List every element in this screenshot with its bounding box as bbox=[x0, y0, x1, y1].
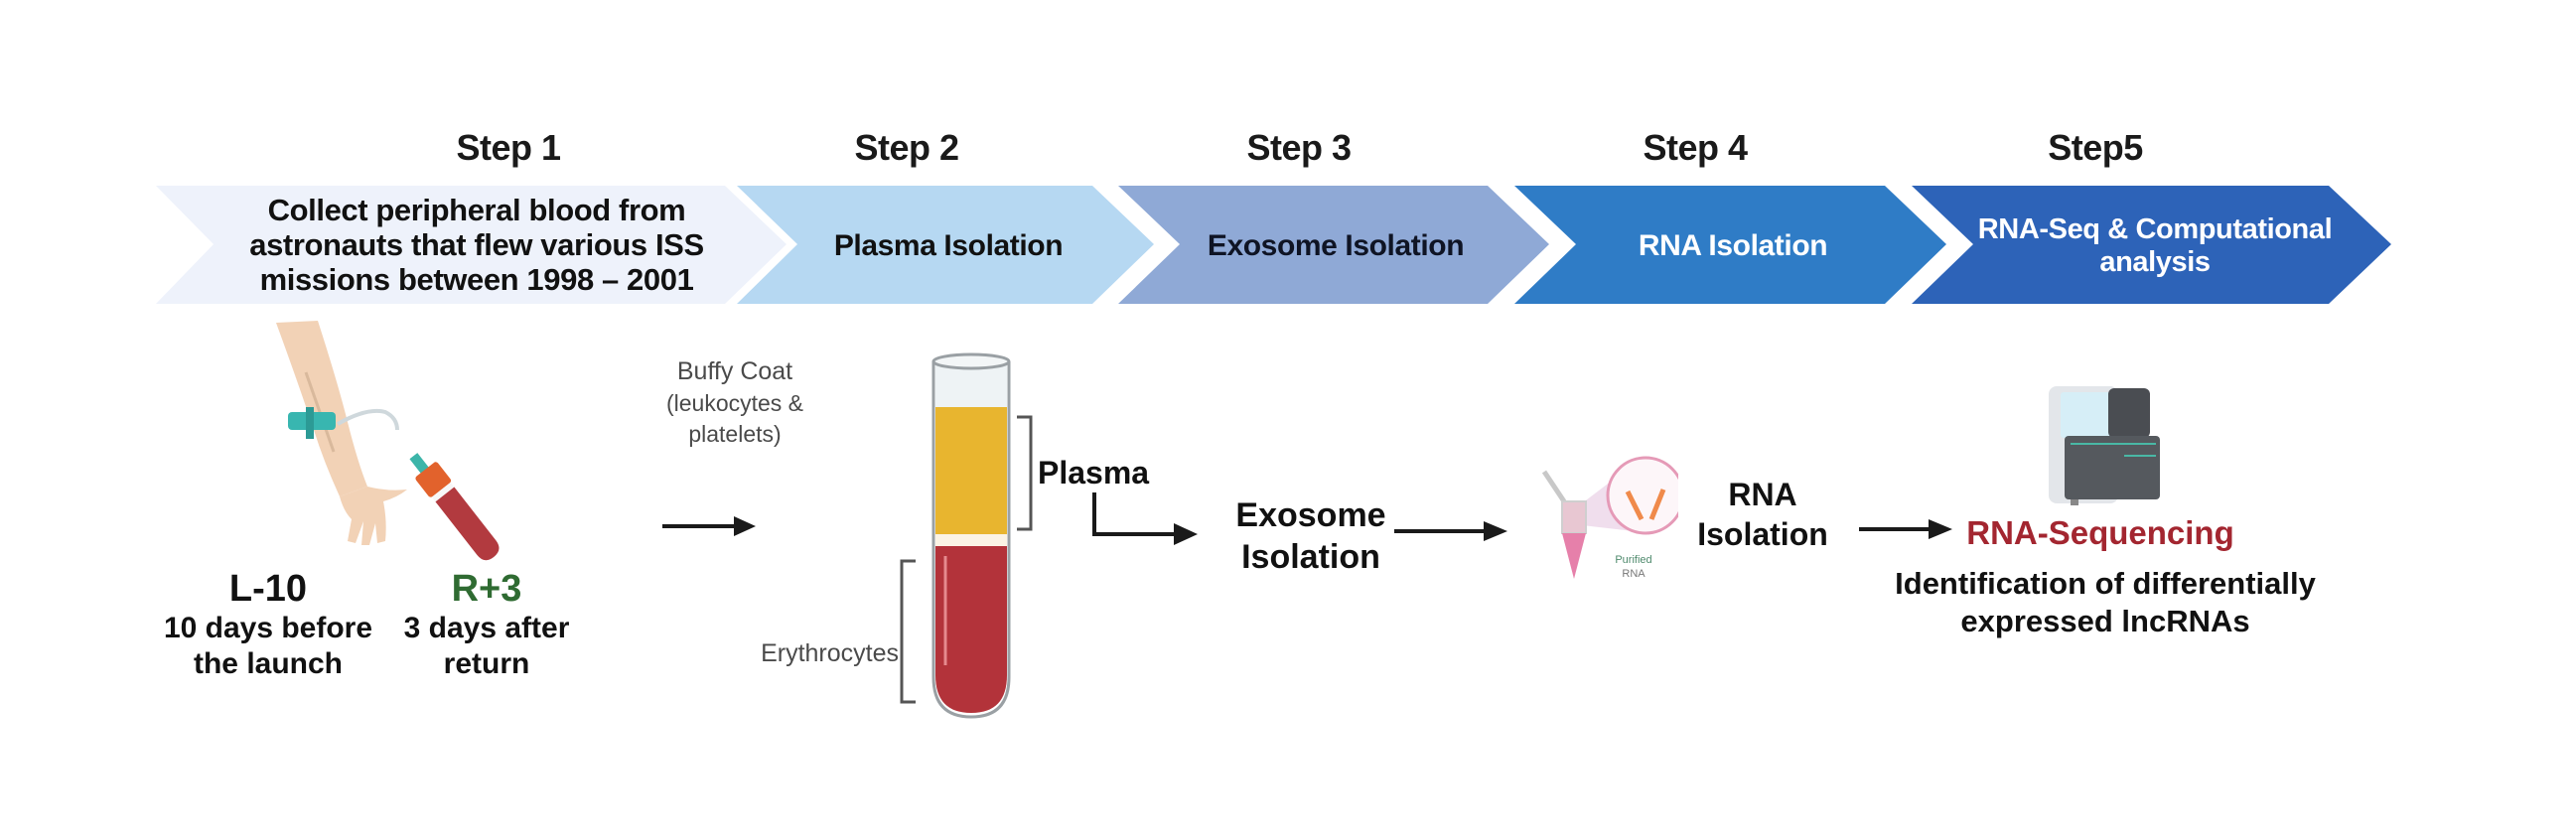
erythrocyte-layer bbox=[935, 546, 1007, 713]
sequencing-desc-line2: expressed lncRNAs bbox=[1960, 604, 2250, 638]
plasma-label: Plasma bbox=[1038, 455, 1150, 490]
step-4-title: Step 4 bbox=[1643, 127, 1748, 168]
post-return-code: R+3 bbox=[451, 568, 522, 610]
erythrocyte-bracket bbox=[900, 559, 916, 704]
blood-collection-tube-icon bbox=[409, 453, 500, 561]
purified-rna-tube-icon: Purified RNA bbox=[1541, 456, 1678, 580]
step-3-title: Step 3 bbox=[1246, 127, 1352, 168]
arm-icon bbox=[276, 321, 407, 545]
step-4-chevron bbox=[1514, 186, 1946, 304]
step-3-label: Exosome Isolation bbox=[1207, 228, 1465, 262]
buffy-coat-label-line1: Buffy Coat bbox=[676, 357, 793, 385]
rna-isolation-line2: Isolation bbox=[1697, 516, 1828, 552]
step-5-label: RNA-Seq & Computational analysis bbox=[1977, 213, 2333, 278]
step-2-label: Plasma Isolation bbox=[833, 228, 1064, 262]
exosome-isolation-line2: Isolation bbox=[1241, 538, 1380, 576]
step-5-chevron bbox=[1912, 186, 2391, 304]
plasma-layer bbox=[935, 407, 1007, 534]
plasma-bracket bbox=[1017, 415, 1033, 531]
pre-launch-code: L-10 bbox=[228, 568, 308, 610]
purified-rna-caption-line2: RNA bbox=[1622, 568, 1646, 580]
post-return-desc-line2: return bbox=[443, 647, 530, 680]
step-1-chevron bbox=[156, 186, 787, 304]
buffy-coat-label-line2: (leukocytes & bbox=[665, 390, 804, 416]
arrow-right-icon bbox=[662, 516, 756, 536]
step-2-title: Step 2 bbox=[854, 127, 959, 168]
sequencing-desc-line1: Identification of differentially bbox=[1895, 566, 2316, 601]
arrow-right-icon bbox=[1859, 519, 1952, 539]
step-1-label: Collect peripheral blood from astronauts… bbox=[249, 193, 704, 297]
rna-sequencer-icon bbox=[2049, 386, 2160, 505]
step-5-title: Step5 bbox=[2048, 127, 2143, 168]
rna-isolation-line1: RNA bbox=[1728, 477, 1797, 512]
pre-launch-desc-line2: the launch bbox=[193, 647, 343, 680]
elbow-arrow-icon bbox=[1092, 492, 1198, 545]
erythrocytes-label: Erythrocytes bbox=[761, 639, 899, 667]
step-4-label: RNA Isolation bbox=[1638, 228, 1828, 262]
post-return-desc-line1: 3 days after bbox=[403, 612, 570, 644]
purified-rna-caption-line1: Purified bbox=[1615, 554, 1651, 566]
rna-sequencing-title: RNA-Sequencing bbox=[1966, 514, 2234, 551]
step-2-chevron bbox=[737, 186, 1154, 304]
pre-launch-desc-line1: 10 days before bbox=[163, 612, 373, 644]
arrow-right-icon bbox=[1394, 521, 1507, 541]
tourniquet-icon bbox=[288, 407, 336, 439]
step-1-title: Step 1 bbox=[456, 127, 561, 168]
buffy-coat-layer bbox=[935, 534, 1007, 546]
exosome-isolation-line1: Exosome bbox=[1235, 496, 1386, 534]
buffy-coat-label-line3: platelets) bbox=[688, 421, 782, 447]
centrifuged-blood-tube-icon bbox=[900, 352, 1033, 719]
step-3-chevron bbox=[1118, 186, 1549, 304]
process-chevron-banner bbox=[156, 186, 2391, 304]
